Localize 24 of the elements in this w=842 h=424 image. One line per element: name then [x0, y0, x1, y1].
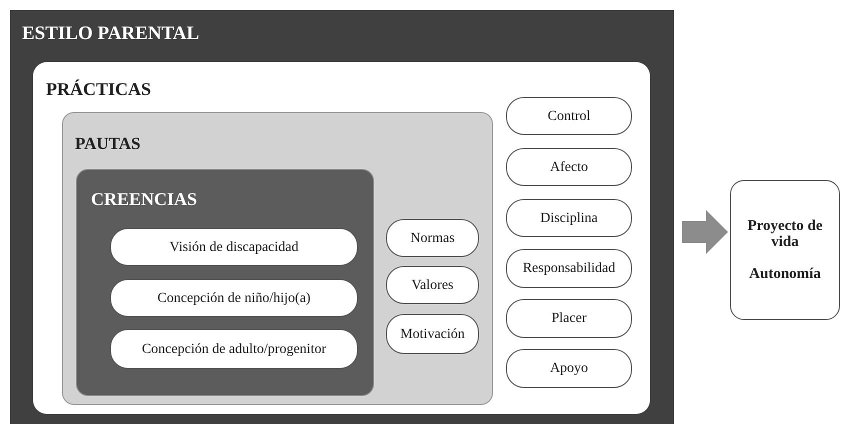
- item-pill: Afecto: [506, 148, 632, 186]
- item-pill: Disciplina: [506, 199, 632, 237]
- panel-heading: CREENCIAS: [91, 188, 198, 211]
- block-arrow: [682, 210, 728, 254]
- panel-heading: ESTILO PARENTAL: [22, 22, 200, 46]
- result-text: Proyecto de vida: [746, 218, 824, 250]
- result-text: Autonomía: [748, 266, 822, 282]
- panel-heading: PAUTAS: [75, 133, 140, 155]
- item-pill: Concepción de adulto/progenitor: [110, 329, 358, 369]
- group-panel: [76, 169, 374, 396]
- item-pill: Normas: [386, 219, 479, 257]
- item-pill: Visión de discapacidad: [110, 228, 358, 266]
- item-pill: Control: [506, 97, 632, 135]
- group-panel: [33, 62, 650, 414]
- panel-heading: PRÁCTICAS: [46, 78, 152, 101]
- result-box: [730, 180, 840, 320]
- item-pill: Apoyo: [506, 349, 632, 388]
- item-pill: Placer: [506, 299, 632, 338]
- item-pill: Motivación: [386, 314, 479, 354]
- item-pill: Valores: [386, 266, 479, 304]
- group-panel: [62, 112, 493, 405]
- group-panel: [10, 10, 674, 424]
- item-pill: Responsabilidad: [506, 249, 632, 288]
- item-pill: Concepción de niño/hijo(a): [110, 279, 358, 317]
